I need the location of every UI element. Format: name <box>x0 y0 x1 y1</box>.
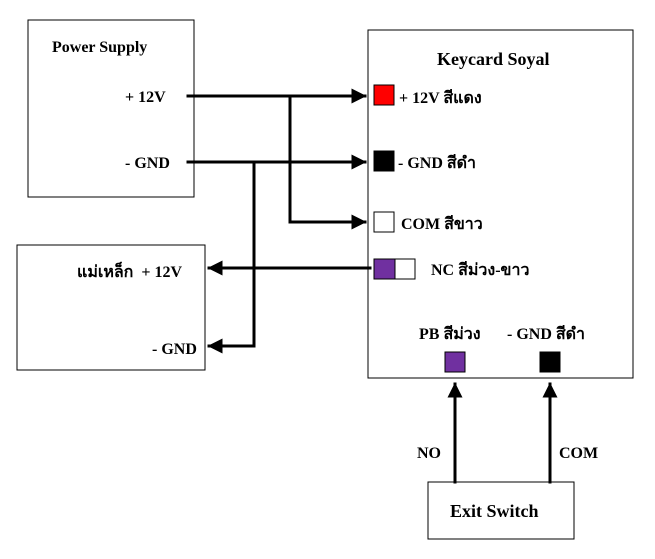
nc-terminal-label: NC สีม่วง-ขาว <box>431 260 529 279</box>
power-supply-title: Power Supply <box>52 39 147 56</box>
wire-gnd-to-maglock-gnd <box>207 160 256 354</box>
power-supply-plus-label: + 12V <box>125 89 166 106</box>
nc-terminal-purple-half <box>373 258 396 280</box>
exit-switch-title: Exit Switch <box>450 501 539 521</box>
keycard-box <box>367 29 634 379</box>
com-terminal-square <box>373 211 395 233</box>
pb-terminal-square <box>444 351 466 373</box>
maglock-gnd-label: - GND <box>152 341 197 358</box>
gnd-terminal-square <box>539 351 561 373</box>
pb-terminal-label: PB สีม่วง <box>419 324 481 343</box>
power-supply-box <box>27 19 195 198</box>
red-terminal-label: + 12V สีแดง <box>399 88 482 107</box>
black-terminal-square <box>373 150 395 172</box>
exit-switch-com-label: COM <box>559 445 598 462</box>
gnd-terminal-label: - GND สีดำ <box>507 324 585 343</box>
keycard-title: Keycard Soyal <box>437 49 550 69</box>
wire-plus12v-to-com <box>288 94 367 230</box>
nc-terminal-white-half <box>394 258 416 280</box>
exit-switch-box <box>427 481 575 540</box>
exit-switch-no-label: NO <box>417 445 441 462</box>
com-terminal-label: COM สีขาว <box>401 214 483 233</box>
power-supply-gnd-label: - GND <box>125 155 170 172</box>
red-terminal-square <box>373 84 395 106</box>
maglock-box <box>16 244 206 371</box>
maglock-plus-label: แม่เหล็ก + 12V <box>77 260 182 281</box>
black-terminal-label: - GND สีดำ <box>398 153 476 172</box>
